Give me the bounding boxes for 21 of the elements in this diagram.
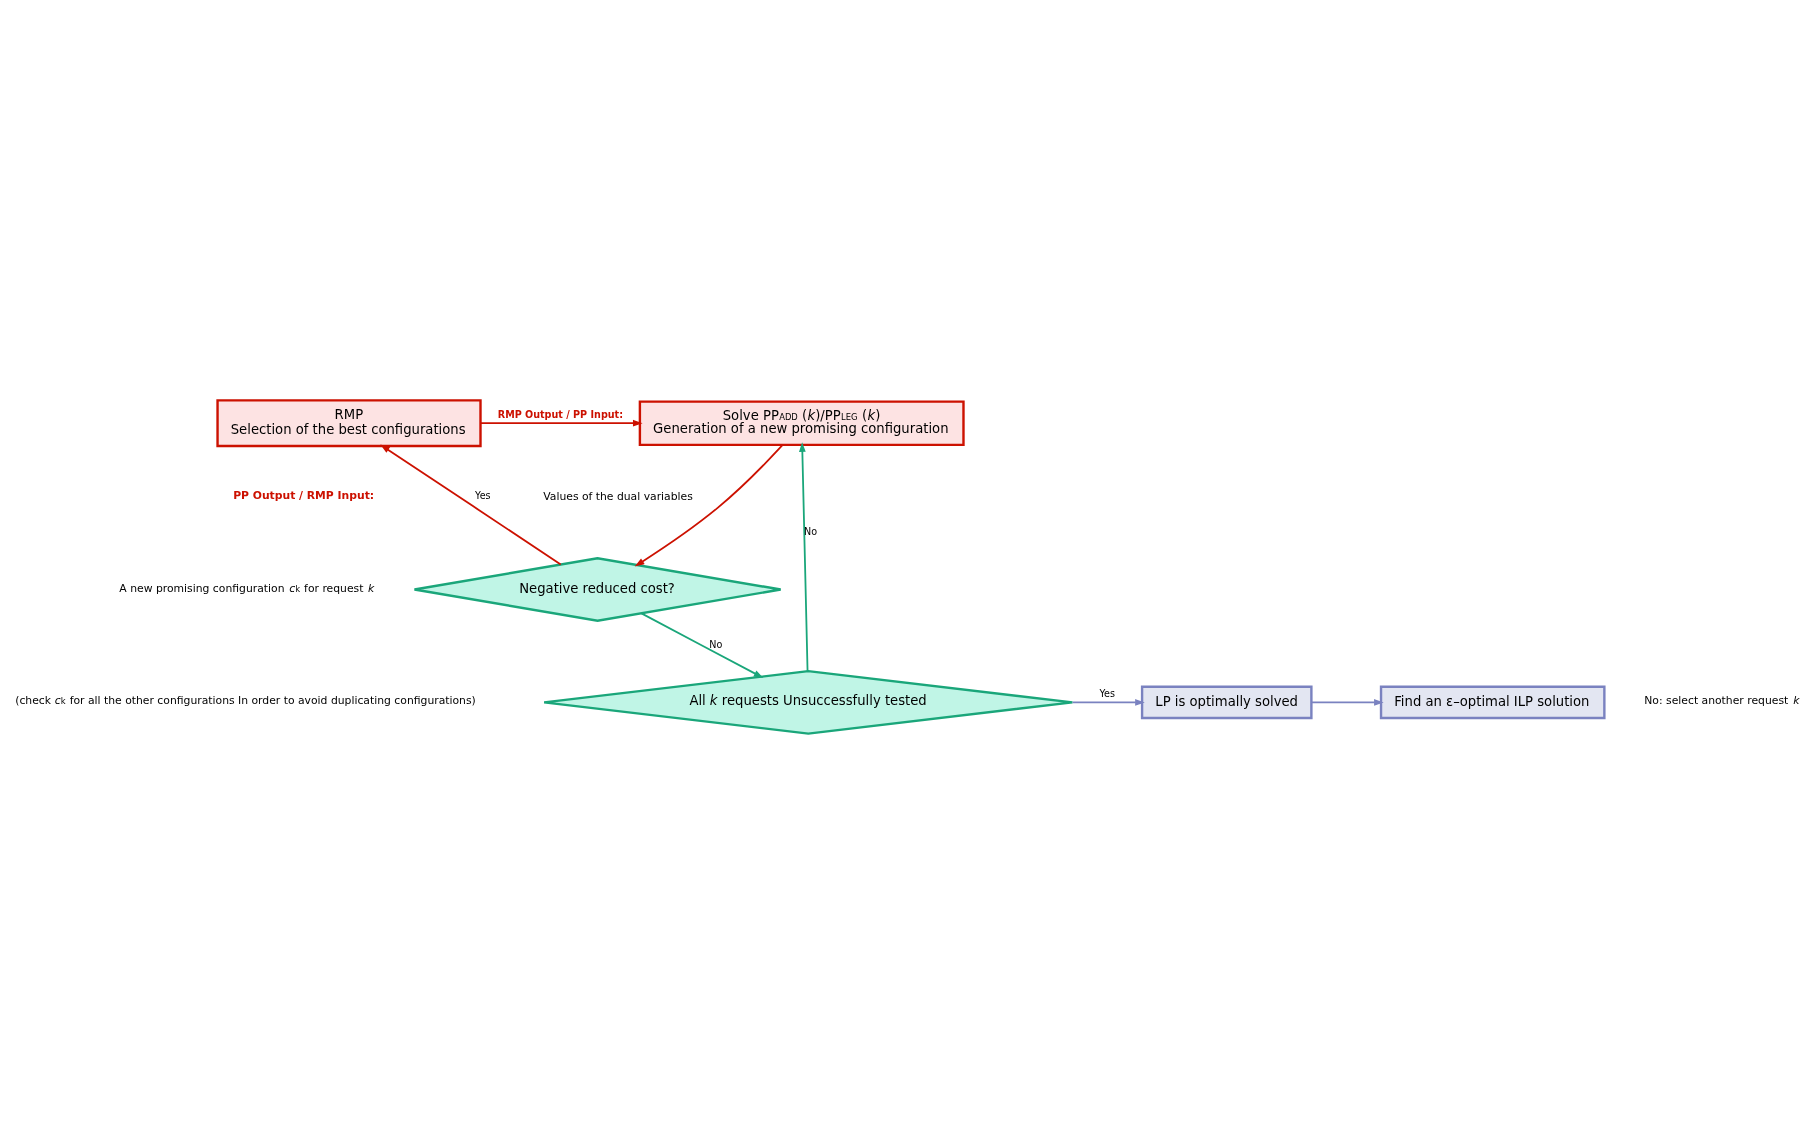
edge-label: RMP Output / PP Input: xyxy=(497,408,624,420)
label: PP Output / RMP Input: xyxy=(233,488,375,502)
arrow xyxy=(634,443,784,566)
arrow xyxy=(640,612,764,678)
label: A new promising configuration ck for request k xyxy=(119,581,375,595)
arrow xyxy=(799,441,809,672)
arrow xyxy=(1071,698,1145,706)
node-box: LP is optimally solved xyxy=(1140,685,1313,719)
edge-label: Yes xyxy=(475,489,491,501)
edge-label: Yes xyxy=(1099,687,1115,699)
edge-label: No xyxy=(709,638,723,650)
node-box: Solve PPADD (k)/PPLEG (k) Generation of a new promising configuration xyxy=(638,399,965,446)
arrow xyxy=(479,419,643,427)
node-box: RMP Selection of the best configurations xyxy=(216,398,482,447)
node-box: Find an ε–optimal ILP solution xyxy=(1379,685,1606,719)
label: (check ck for all the other configurations In order to avoid duplicating configurations) xyxy=(15,693,476,707)
arrow xyxy=(380,444,562,565)
label: No: select another request k xyxy=(1644,693,1800,707)
arrow xyxy=(1310,698,1384,706)
label: Values of the dual variables xyxy=(543,489,693,503)
edge-label: No xyxy=(804,525,818,537)
